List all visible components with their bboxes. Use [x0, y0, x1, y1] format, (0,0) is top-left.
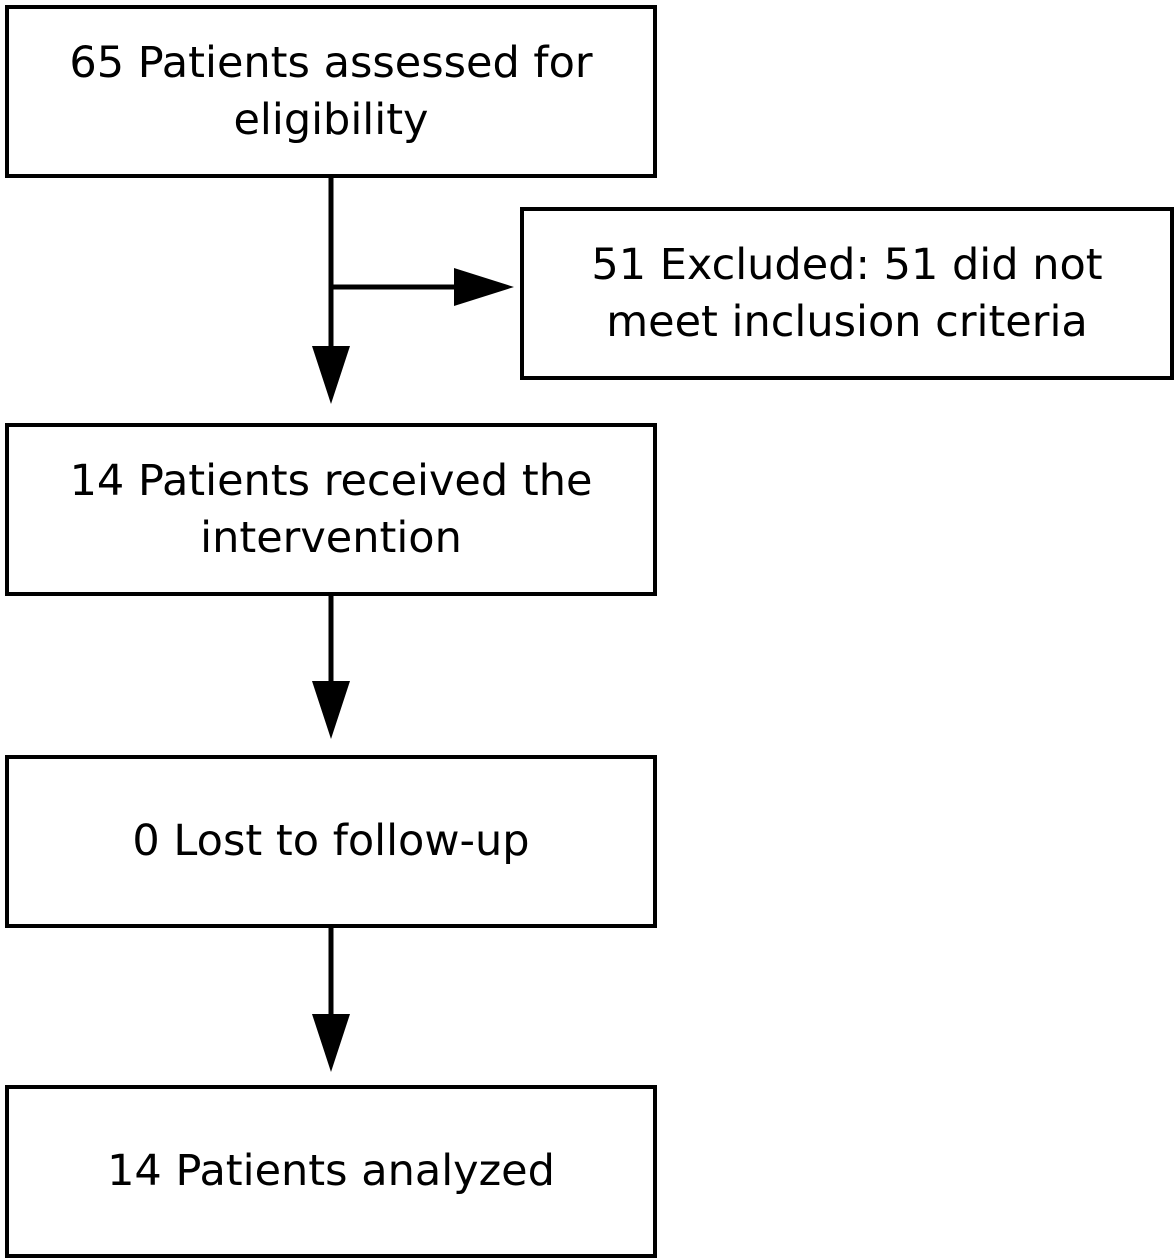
edge-assessed-to-received-arrowhead	[312, 346, 350, 404]
box-lost-to-follow-up: 0 Lost to follow-up	[5, 755, 657, 928]
box-received-label: 14 Patients received the intervention	[69, 455, 593, 563]
edge-received-to-lost-arrowhead	[312, 681, 350, 739]
box-excluded: 51 Excluded: 51 did not meet inclusion c…	[520, 207, 1174, 380]
edge-assessed-to-excluded-arrowhead	[454, 268, 514, 306]
box-excluded-label: 51 Excluded: 51 did not meet inclusion c…	[591, 239, 1103, 347]
box-assessed-label: 65 Patients assessed for eligibility	[69, 37, 593, 145]
box-analyzed: 14 Patients analyzed	[5, 1085, 657, 1258]
box-assessed-for-eligibility: 65 Patients assessed for eligibility	[5, 5, 657, 178]
box-analyzed-label: 14 Patients analyzed	[107, 1146, 555, 1196]
box-received-intervention: 14 Patients received the intervention	[5, 423, 657, 596]
box-lost-label: 0 Lost to follow-up	[132, 816, 530, 866]
edge-lost-to-analyzed-arrowhead	[312, 1014, 350, 1072]
